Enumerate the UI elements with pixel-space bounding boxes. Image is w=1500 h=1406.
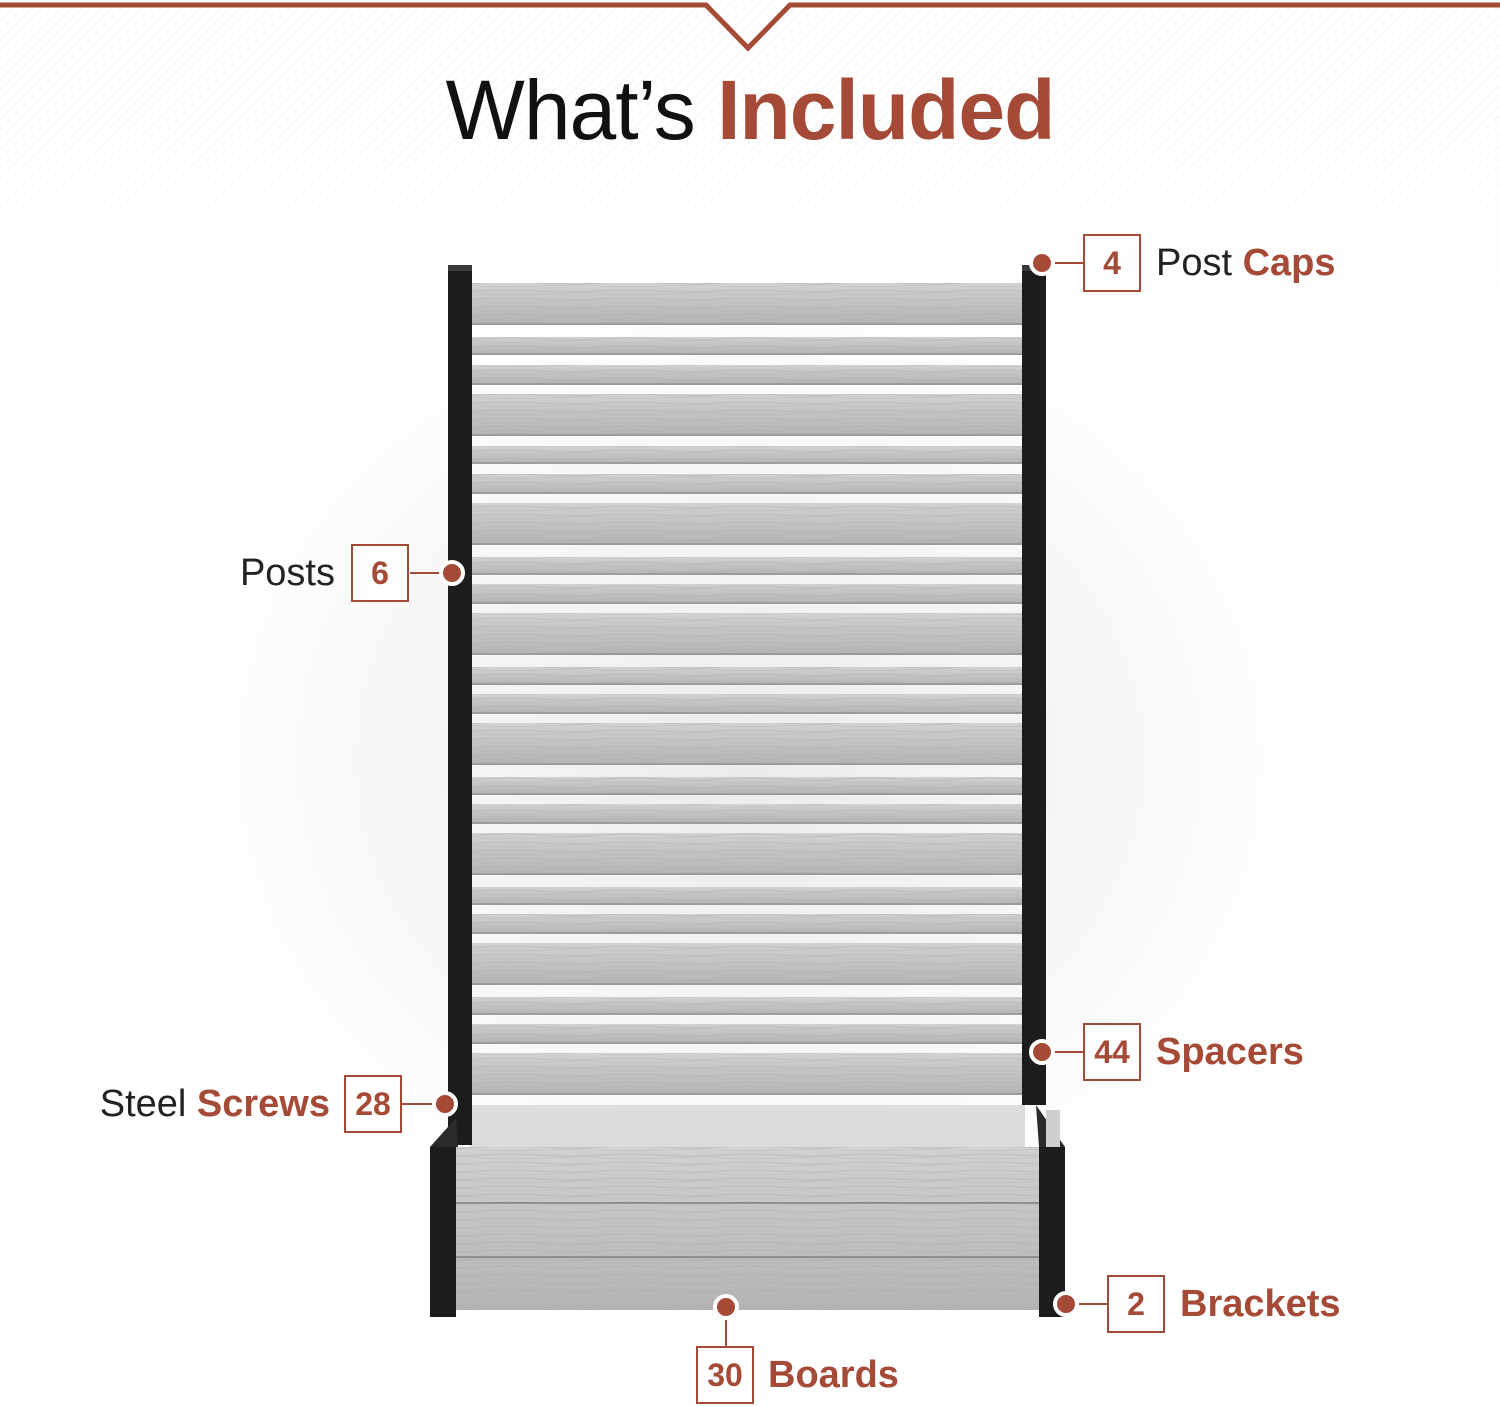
screen-slat-grain (472, 723, 1022, 765)
screen-slat-edge (472, 492, 1022, 494)
boards-count: 30 (696, 1346, 754, 1404)
spacers-marker (1029, 1039, 1055, 1065)
screen-slat-grain (472, 584, 1022, 604)
page-title: What’s Included (0, 62, 1500, 158)
post-caps-label: Post Caps (1156, 242, 1336, 284)
post-left (448, 265, 472, 1145)
screen-slats (472, 283, 1022, 1095)
screen-slat-grain (472, 283, 1022, 325)
screen-slat-grain (472, 997, 1022, 1015)
screen-slat-edge (472, 383, 1022, 385)
title-regular: What’s (445, 63, 696, 157)
steel-screws-marker (432, 1091, 458, 1117)
screen-slat-grain (472, 777, 1022, 795)
screen-slat-edge (472, 602, 1022, 604)
screen-slat-edge (472, 903, 1022, 905)
screen-slat-edge (472, 353, 1022, 355)
screen-slat-grain (472, 557, 1022, 575)
post-cap-left (448, 265, 472, 271)
screen-slat-edge (472, 543, 1022, 545)
screen-slat-edge (472, 763, 1022, 765)
post-caps-count: 4 (1083, 234, 1141, 292)
screen-slat-edge (472, 793, 1022, 795)
brackets-label: Brackets (1180, 1283, 1341, 1325)
screen-slat-grain (472, 337, 1022, 355)
posts-label: Posts (239, 552, 335, 594)
planter-inner-back (470, 1105, 1025, 1149)
boards-marker (713, 1294, 739, 1320)
screen-slat-edge (472, 1042, 1022, 1044)
screen-slat-edge (472, 434, 1022, 436)
screen-slat-edge (472, 573, 1022, 575)
brackets-count: 2 (1107, 1275, 1165, 1333)
screen-slat-grain (472, 446, 1022, 464)
screen-slat-edge (472, 323, 1022, 325)
screen-slat-grain (472, 943, 1022, 985)
screen-slat-edge (472, 873, 1022, 875)
posts-marker (439, 560, 465, 586)
boards-label: Boards (768, 1354, 899, 1396)
screen-slat-edge (472, 932, 1022, 934)
steel-screws-count: 28 (344, 1075, 402, 1133)
screen-slat-grain (472, 833, 1022, 875)
bracket-right (1039, 1147, 1065, 1317)
spacers-count: 44 (1083, 1023, 1141, 1081)
hatched-background (0, 0, 1500, 300)
screen-slat-grain (472, 694, 1022, 714)
posts-count: 6 (351, 544, 409, 602)
screen-slat-edge (472, 822, 1022, 824)
top-chevron-rule (0, 2, 1500, 52)
screen-slat-grain (472, 887, 1022, 905)
screen-slat-edge (472, 1093, 1022, 1095)
screen-slat-edge (472, 653, 1022, 655)
screen-slat-grain (472, 1053, 1022, 1095)
screen-slat-grain (472, 804, 1022, 824)
screen-slat-edge (472, 462, 1022, 464)
screen-slat-edge (472, 712, 1022, 714)
spacers-label: Spacers (1156, 1031, 1304, 1073)
screen-slat-grain (472, 394, 1022, 436)
screen-slat-grain (472, 1024, 1022, 1044)
post-caps-marker (1029, 250, 1055, 276)
screen-slat-edge (472, 683, 1022, 685)
screen-slat-grain (472, 613, 1022, 655)
brackets-marker (1053, 1291, 1079, 1317)
screen-slat-edge (472, 983, 1022, 985)
post-right (1022, 265, 1046, 1105)
steel-screws-label: Steel Screws (99, 1083, 330, 1125)
screen-slat-grain (472, 503, 1022, 545)
screen-slat-grain (472, 365, 1022, 385)
bracket-left (430, 1147, 456, 1317)
screen-slat-edge (472, 1013, 1022, 1015)
screen-slat-grain (472, 914, 1022, 934)
screen-slat-grain (472, 667, 1022, 685)
screen-slat-grain (472, 474, 1022, 494)
title-bold: Included (717, 63, 1055, 157)
